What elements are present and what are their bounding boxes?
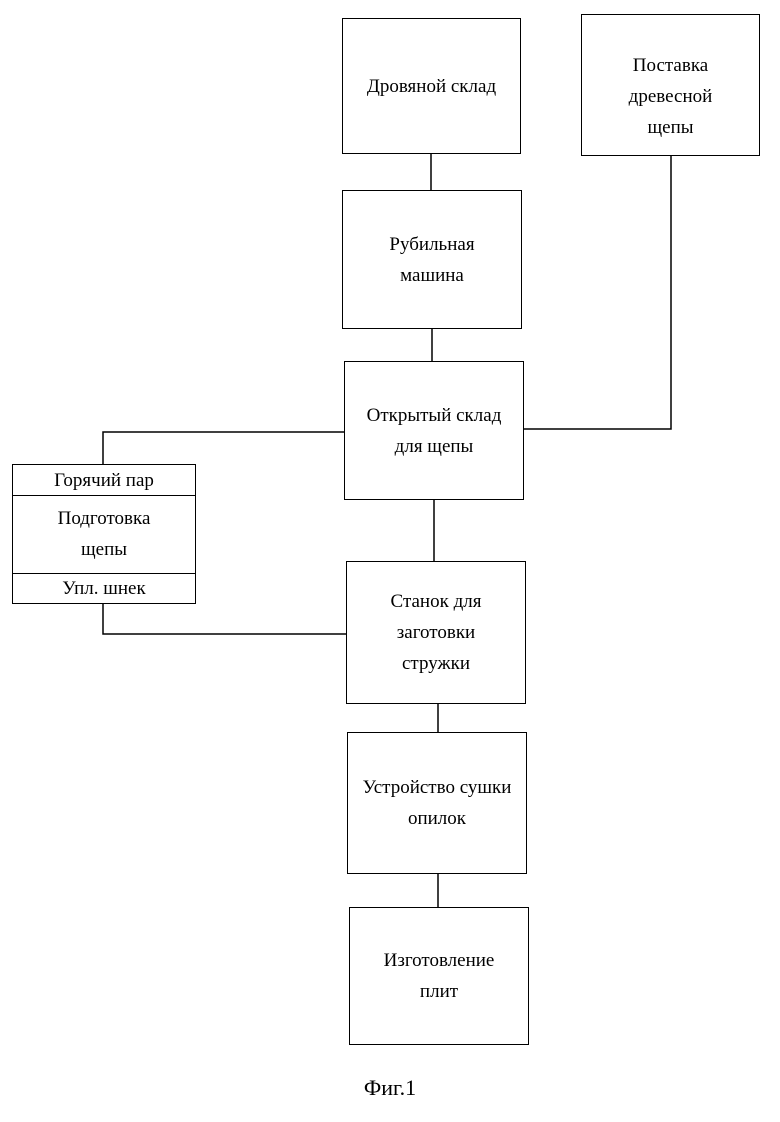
figure-caption: Фиг.1 xyxy=(0,1075,780,1101)
dryer-label-line-2: опилок xyxy=(408,808,466,829)
open-store-label-line-2: для щепы xyxy=(395,436,474,457)
connector-open-store-prep xyxy=(103,432,344,464)
chip-prep-label-line-1: Подготовка xyxy=(58,508,151,529)
woodyard-label: Дровяной склад xyxy=(367,76,496,97)
chip-supply-box: Поставка древесной щепы xyxy=(581,14,760,156)
flaker-label-line-3: стружки xyxy=(402,653,470,674)
dryer-box: Устройство сушки опилок xyxy=(347,732,527,874)
chip-prep-screw-label: Упл. шнек xyxy=(62,573,145,604)
chipper-box: Рубильная машина xyxy=(342,190,522,329)
chip-prep-main-section: Подготовка щепы xyxy=(13,496,195,571)
dryer-label-line-1: Устройство сушки xyxy=(363,777,512,798)
chip-prep-steam-label: Горячий пар xyxy=(54,465,154,496)
woodyard-box: Дровяной склад xyxy=(342,18,521,154)
connector-supply-open-store xyxy=(524,156,671,429)
chip-prep-steam-section: Горячий пар xyxy=(13,465,195,496)
flaker-label-line-1: Станок для xyxy=(391,591,482,612)
board-making-label-line-1: Изготовление xyxy=(384,950,495,971)
chip-supply-label-line-1: Поставка xyxy=(633,55,708,76)
chip-supply-label-line-2: древесной xyxy=(629,86,713,107)
chipper-label-line-2: машина xyxy=(400,265,464,286)
open-store-label-line-1: Открытый склад xyxy=(367,405,502,426)
board-making-label-line-2: плит xyxy=(420,981,458,1002)
board-making-box: Изготовление плит xyxy=(349,907,529,1045)
flaker-box: Станок для заготовки стружки xyxy=(346,561,526,704)
chip-supply-label-line-3: щепы xyxy=(648,117,694,138)
chip-prep-label-line-2: щепы xyxy=(81,539,127,560)
chip-prep-screw-section: Упл. шнек xyxy=(13,573,195,603)
chip-prep-box: Горячий пар Подготовка щепы Упл. шнек xyxy=(12,464,196,604)
chipper-label-line-1: Рубильная xyxy=(389,234,474,255)
connector-prep-flaker xyxy=(103,604,346,634)
open-store-box: Открытый склад для щепы xyxy=(344,361,524,500)
flaker-label-line-2: заготовки xyxy=(397,622,475,643)
